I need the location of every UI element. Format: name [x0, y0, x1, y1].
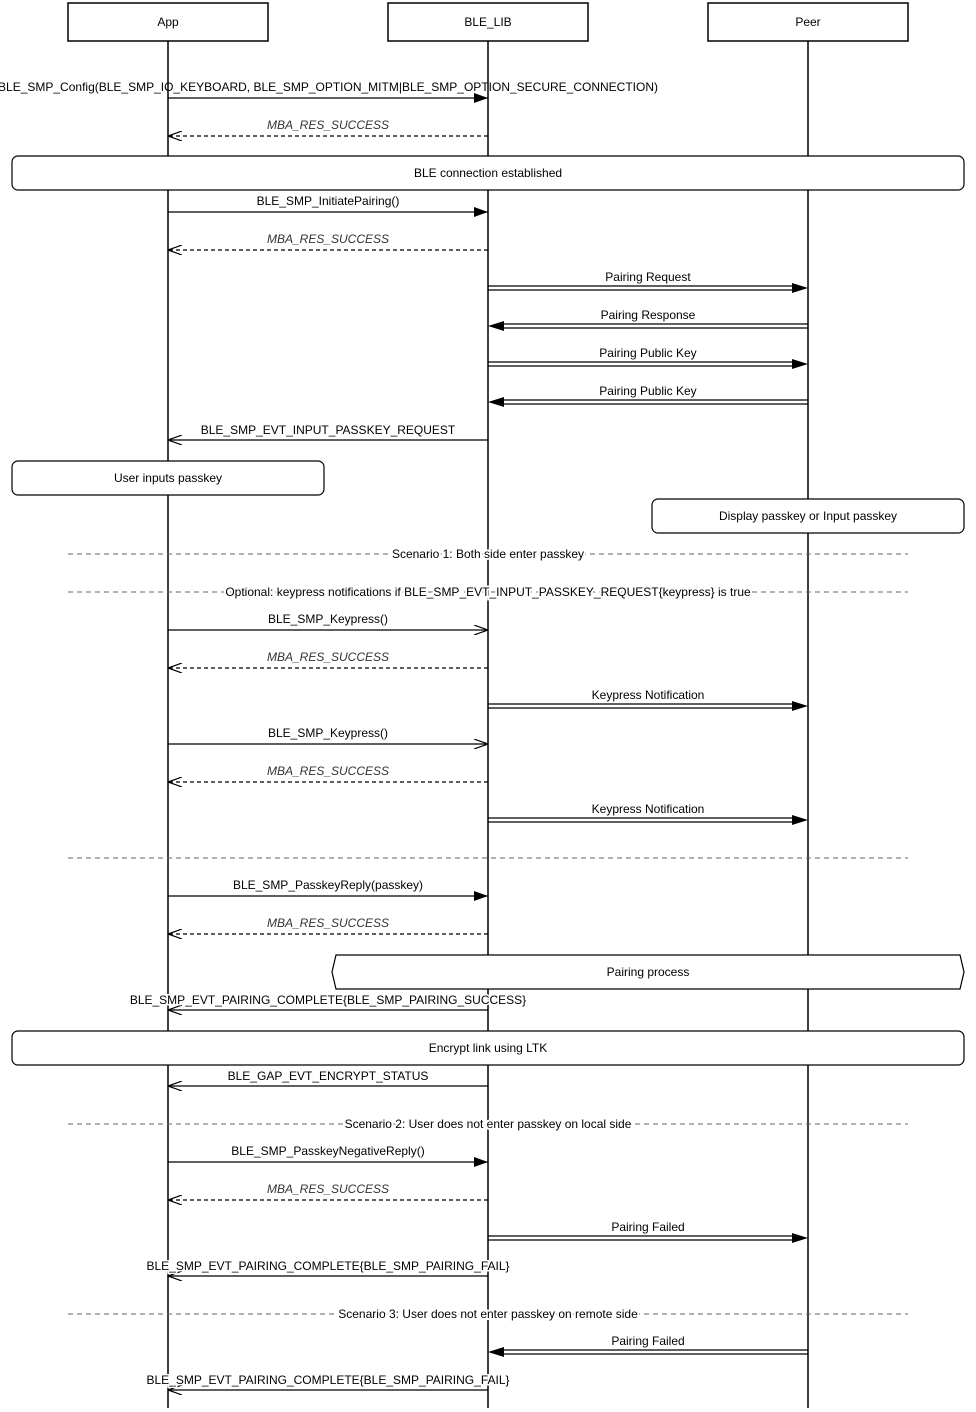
message-17: BLE_SMP_Keypress() [168, 726, 488, 744]
divider-label: Optional: keypress notifications if BLE_… [225, 585, 751, 599]
message-label: BLE_SMP_Keypress() [268, 726, 388, 740]
message-8: Pairing Public Key [488, 383, 808, 407]
arrowhead-icon [792, 283, 808, 293]
message-label: BLE_SMP_EVT_PAIRING_COMPLETE{BLE_SMP_PAI… [146, 1259, 509, 1273]
message-label: Keypress Notification [592, 802, 705, 816]
participant-label-peer: Peer [795, 15, 820, 29]
arrowhead-icon [792, 1233, 808, 1243]
note-box [11, 155, 965, 191]
note-label: Display passkey or Input passkey [719, 509, 897, 523]
note-25: Encrypt link using LTK [11, 1030, 965, 1066]
note-label: BLE connection established [414, 166, 562, 180]
participant-box-peer [707, 2, 909, 42]
message-label: BLE_SMP_Config(BLE_SMP_IO_KEYBOARD, BLE_… [0, 80, 658, 94]
message-5: Pairing Request [488, 269, 808, 293]
message-label: BLE_SMP_InitiatePairing() [257, 194, 400, 208]
divider-27: Scenario 2: User does not enter passkey … [68, 1115, 908, 1133]
divider-label: Scenario 3: User does not enter passkey … [338, 1307, 638, 1321]
arrowhead-icon [792, 701, 808, 711]
message-label: Keypress Notification [592, 688, 705, 702]
message-22: MBA_RES_SUCCESS [168, 916, 488, 934]
note-box [11, 1030, 965, 1066]
message-33: Pairing Failed [488, 1333, 808, 1357]
divider-13: Optional: keypress notifications if BLE_… [68, 583, 908, 601]
message-16: Keypress Notification [488, 687, 808, 711]
message-4: MBA_RES_SUCCESS [168, 232, 488, 250]
divider-label: Scenario 2: User does not enter passkey … [345, 1117, 632, 1131]
message-19: Keypress Notification [488, 801, 808, 825]
message-label: MBA_RES_SUCCESS [267, 1182, 389, 1196]
process-box [331, 954, 965, 990]
message-label: BLE_SMP_EVT_PAIRING_COMPLETE{BLE_SMP_PAI… [146, 1373, 509, 1387]
message-3: BLE_SMP_InitiatePairing() [168, 194, 488, 217]
message-15: MBA_RES_SUCCESS [168, 650, 488, 668]
participant-label-lib: BLE_LIB [464, 15, 511, 29]
divider-12: Scenario 1: Both side enter passkey [68, 545, 908, 563]
message-label: BLE_SMP_EVT_PAIRING_COMPLETE{BLE_SMP_PAI… [130, 993, 526, 1007]
message-26: BLE_GAP_EVT_ENCRYPT_STATUS [168, 1068, 488, 1086]
message-34: BLE_SMP_EVT_PAIRING_COMPLETE{BLE_SMP_PAI… [145, 1372, 511, 1390]
message-label: BLE_SMP_PasskeyNegativeReply() [231, 1144, 424, 1158]
message-29: MBA_RES_SUCCESS [168, 1182, 488, 1200]
message-0: BLE_SMP_Config(BLE_SMP_IO_KEYBOARD, BLE_… [0, 80, 658, 103]
arrowhead-icon [792, 815, 808, 825]
lifelines [167, 41, 809, 1408]
note-box [11, 460, 325, 496]
message-label: Pairing Response [601, 308, 696, 322]
message-31: BLE_SMP_EVT_PAIRING_COMPLETE{BLE_SMP_PAI… [145, 1258, 511, 1276]
message-label: MBA_RES_SUCCESS [267, 232, 389, 246]
message-7: Pairing Public Key [488, 345, 808, 369]
message-24: BLE_SMP_EVT_PAIRING_COMPLETE{BLE_SMP_PAI… [128, 992, 528, 1010]
message-9: BLE_SMP_EVT_INPUT_PASSKEY_REQUEST [168, 422, 488, 440]
participant-label-app: App [157, 15, 179, 29]
note-label: User inputs passkey [114, 471, 222, 485]
message-label: Pairing Failed [611, 1220, 684, 1234]
message-label: BLE_SMP_PasskeyReply(passkey) [233, 878, 423, 892]
arrowhead-icon [792, 359, 808, 369]
participant-box-lib [387, 2, 589, 42]
message-30: Pairing Failed [488, 1219, 808, 1243]
participant-box-app [67, 2, 269, 42]
message-label: Pairing Request [605, 270, 691, 284]
note-box [651, 498, 965, 534]
note-label: Encrypt link using LTK [429, 1041, 548, 1055]
participant-headers: App BLE_LIB Peer [67, 2, 909, 42]
message-label: Pairing Public Key [599, 384, 696, 398]
arrowhead-icon [488, 321, 504, 331]
message-label: MBA_RES_SUCCESS [267, 916, 389, 930]
message-21: BLE_SMP_PasskeyReply(passkey) [168, 878, 488, 901]
message-label: MBA_RES_SUCCESS [267, 650, 389, 664]
divider-label: Scenario 1: Both side enter passkey [392, 547, 584, 561]
message-label: BLE_SMP_EVT_INPUT_PASSKEY_REQUEST [201, 423, 456, 437]
message-14: BLE_SMP_Keypress() [168, 612, 488, 630]
arrowhead-icon [488, 397, 504, 407]
message-label: BLE_GAP_EVT_ENCRYPT_STATUS [228, 1069, 429, 1083]
message-18: MBA_RES_SUCCESS [168, 764, 488, 782]
diagram-steps: BLE_SMP_Config(BLE_SMP_IO_KEYBOARD, BLE_… [0, 80, 965, 1390]
process-label: Pairing process [607, 965, 690, 979]
message-28: BLE_SMP_PasskeyNegativeReply() [168, 1144, 488, 1167]
message-1: MBA_RES_SUCCESS [168, 118, 488, 136]
note-2: BLE connection established [11, 155, 965, 191]
note-10: User inputs passkey [11, 460, 325, 496]
message-label: MBA_RES_SUCCESS [267, 118, 389, 132]
process-23: Pairing process [331, 954, 965, 990]
divider-32: Scenario 3: User does not enter passkey … [68, 1305, 908, 1323]
arrowhead-icon [488, 1347, 504, 1357]
message-label: MBA_RES_SUCCESS [267, 764, 389, 778]
message-label: BLE_SMP_Keypress() [268, 612, 388, 626]
message-6: Pairing Response [488, 307, 808, 331]
message-label: Pairing Public Key [599, 346, 696, 360]
message-label: Pairing Failed [611, 1334, 684, 1348]
note-11: Display passkey or Input passkey [651, 498, 965, 534]
